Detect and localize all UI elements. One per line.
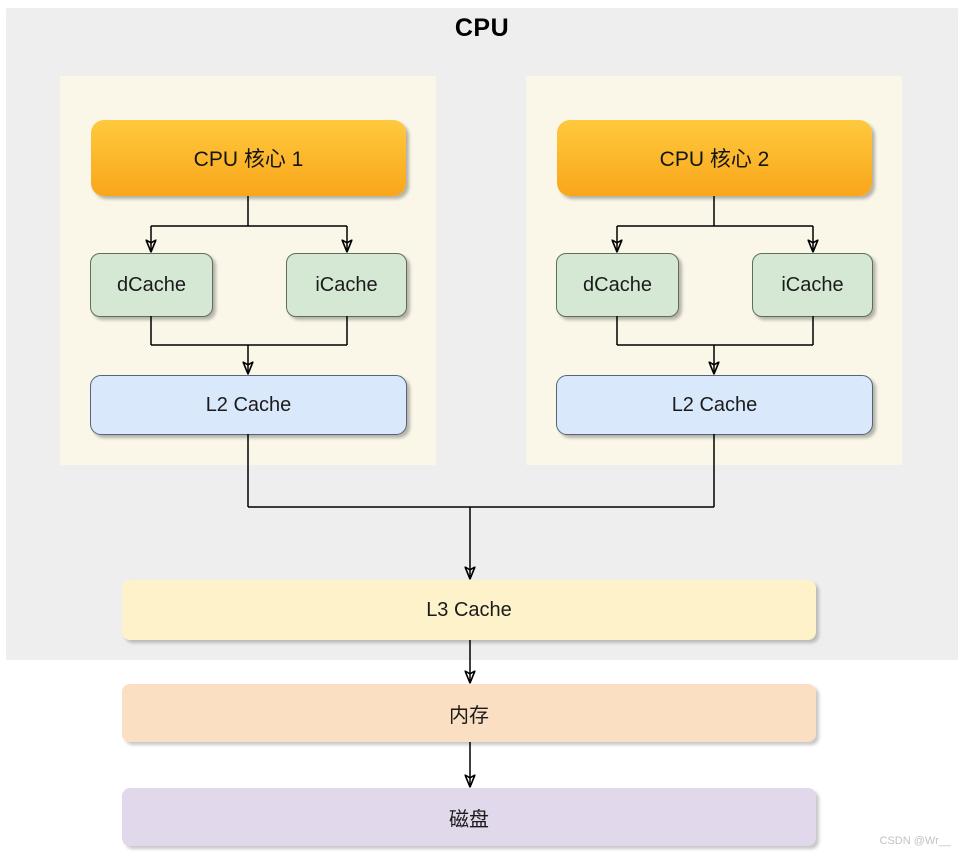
core-2-l2-box: L2 Cache — [556, 375, 873, 435]
core-1-box: CPU 核心 1 — [91, 120, 406, 196]
cpu-title: CPU — [454, 14, 510, 42]
core-1-dcache-box: dCache — [90, 253, 213, 317]
core-1-l2-box: L2 Cache — [90, 375, 407, 435]
memory-bar: 内存 — [122, 684, 816, 742]
core-2-dcache-box: dCache — [556, 253, 679, 317]
core-2-icache-box: iCache — [752, 253, 873, 317]
core-panel-1: CPU 核心 1 dCache iCache L2 Cache — [60, 76, 436, 465]
core-2-box: CPU 核心 2 — [557, 120, 872, 196]
core-1-icache-box: iCache — [286, 253, 407, 317]
l3-cache-bar: L3 Cache — [122, 580, 816, 640]
core-panel-2: CPU 核心 2 dCache iCache L2 Cache — [526, 76, 902, 465]
disk-bar: 磁盘 — [122, 788, 816, 846]
watermark: CSDN @Wr__ — [879, 835, 951, 847]
